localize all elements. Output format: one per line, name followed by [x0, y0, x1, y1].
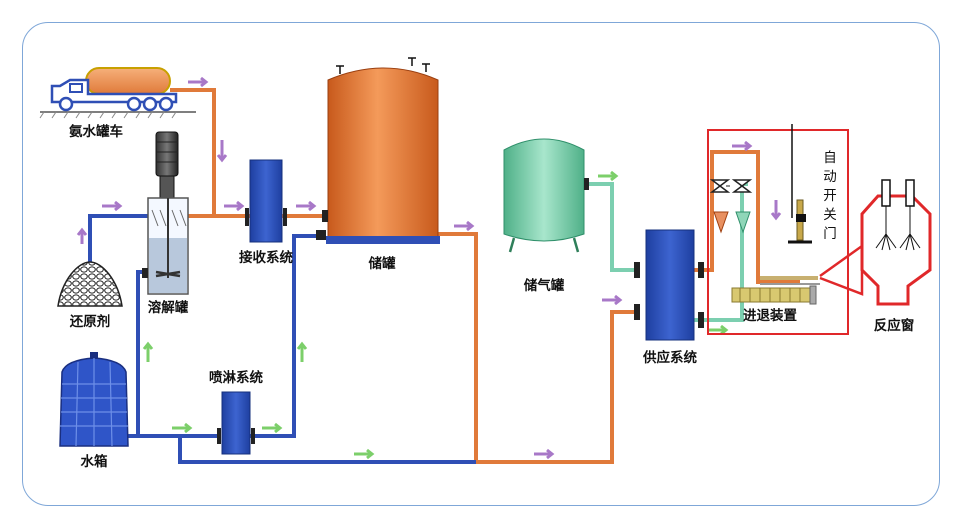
dissolve-tank: [142, 131, 189, 295]
svg-text:门: 门: [823, 226, 837, 242]
receiver-system: [245, 159, 287, 243]
reductant-pile: [57, 261, 123, 307]
storage-tank: [316, 57, 440, 244]
flow-arrows: [76, 76, 782, 460]
svg-text:开: 开: [823, 188, 837, 204]
dissolve-tank-label: 溶解罐: [148, 299, 189, 316]
supply-label: 供应系统: [642, 349, 697, 366]
svg-text:动: 动: [823, 169, 837, 185]
water-bottom-pipe: [178, 436, 476, 464]
gas-tank-label: 储气罐: [523, 277, 565, 294]
reductant-label: 还原剂: [69, 313, 111, 330]
auto-switch-label: 自 动 开 关 门: [823, 150, 837, 242]
auto-switch-gate: [788, 124, 812, 244]
gas-tank: [503, 138, 589, 253]
advance-device: [731, 276, 820, 305]
truck-to-receiver-pipe: [170, 88, 250, 218]
reductant-pipe: [88, 214, 148, 262]
storage-tank-label: 储罐: [368, 255, 396, 272]
valves: [709, 179, 753, 234]
green-arrows: [142, 170, 729, 460]
ammonia-pipes: [170, 88, 800, 464]
supply-system: [634, 229, 704, 341]
receiver-label: 接收系统: [239, 249, 293, 266]
reactor-window: [819, 179, 932, 306]
spray-to-tank-pipe: [250, 234, 318, 438]
spray-system: [217, 391, 255, 455]
ammonia-truck: [39, 67, 196, 119]
reactor-label: 反应窗: [874, 317, 915, 334]
svg-text:关: 关: [823, 207, 837, 223]
spray-label: 喷淋系统: [209, 369, 263, 386]
truck-wheels: [58, 96, 174, 112]
truck-label: 氨水罐车: [69, 123, 123, 140]
svg-text:自: 自: [823, 150, 837, 166]
truck-tank: [85, 67, 171, 95]
gas-tank-to-supply-pipe: [588, 182, 640, 272]
diagram-frame: [22, 22, 940, 506]
injection-unit-box: [707, 129, 849, 335]
tank-to-supply-pipe: [438, 232, 640, 464]
advance-label: 进退装置: [743, 307, 797, 324]
water-tank-label: 水箱: [81, 453, 108, 470]
water-tank: [59, 352, 129, 447]
purple-arrows: [76, 76, 782, 460]
